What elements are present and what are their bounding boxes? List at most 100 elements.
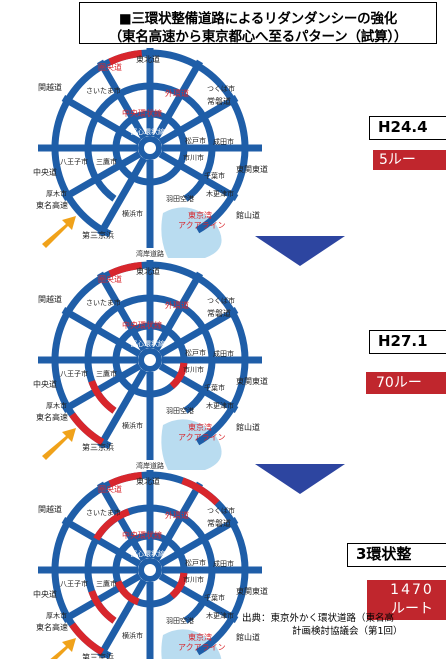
label-haneda: 羽田空港 (166, 194, 194, 203)
label-higashi-kanto: 東関東道 (236, 376, 268, 386)
label-kisarazu: 木更津市 (206, 611, 234, 620)
gaikan-highlight (88, 589, 117, 624)
radial-expressway (96, 271, 148, 352)
kenodo-south-highlight (69, 622, 105, 656)
tokyo-bay (161, 629, 222, 659)
radial-expressway (61, 362, 142, 414)
title-line-2: （東名高速から東京都心へ至るパターン（試算）） (108, 29, 408, 45)
ring-road-map: 東北道圏央道関越道さいたま市外環道つくば市常磐道中央環状線都心環状線松戸市成田市… (33, 260, 268, 470)
label-daisan-keihin: 第三京浜 (82, 442, 114, 452)
source-line-2: 計画検討協議会（第1回） (292, 626, 403, 637)
label-higashi-kanto: 東関東道 (236, 586, 268, 596)
label-tohoku: 東北道 (136, 54, 160, 64)
radial-expressway (152, 271, 204, 352)
kenodo-east-highlight (181, 477, 220, 506)
label-atsugi: 厚木市 (46, 189, 67, 198)
label-mitaka: 三鷹市 (96, 369, 117, 378)
label-chuo-kanjo: 中央環状線 (122, 530, 162, 540)
stage-2-route-count: 70ルー (366, 372, 446, 394)
label-higashi-kanto: 東関東道 (236, 164, 268, 174)
label-tomei: 東名高速 (36, 412, 68, 422)
central-ring-sw-highlight (114, 580, 140, 606)
down-arrow-icon (255, 464, 345, 494)
label-chiba: 千葉市 (204, 383, 225, 392)
central-ring-highlight (169, 572, 188, 599)
label-aqua-2: アクアライン (178, 221, 226, 230)
ring-road-map: 東北道圏央道関越道さいたま市外環道つくば市常磐道中央環状線都心環状線松戸市成田市… (33, 48, 268, 258)
label-joban: 常磐道 (207, 308, 231, 318)
start-arrow-icon (50, 638, 76, 659)
radial-expressway (61, 306, 142, 358)
inner-circular-ring (138, 348, 162, 372)
radial-expressway (96, 368, 148, 449)
label-kisarazu: 木更津市 (206, 401, 234, 410)
label-mitaka: 三鷹市 (96, 579, 117, 588)
label-daisan-keihin: 第三京浜 (82, 652, 114, 659)
label-tomei: 東名高速 (36, 622, 68, 632)
kenodo-south-highlight (69, 412, 105, 446)
label-tohoku: 東北道 (136, 476, 160, 486)
label-haneda: 羽田空港 (166, 616, 194, 625)
gaikan-highlight (88, 379, 117, 414)
label-kenodo: 圏央道 (98, 484, 122, 494)
label-wangan: 湾岸道路 (136, 461, 164, 470)
label-joban: 常磐道 (207, 96, 231, 106)
label-saitama: さいたま市 (86, 86, 121, 95)
stage-3-count-line-2: ルート (391, 601, 433, 617)
label-hachioji: 八王子市 (60, 579, 88, 588)
stage-1-title: H24.4 (369, 116, 446, 140)
label-yokohama: 横浜市 (122, 421, 143, 430)
label-daisan-keihin: 第三京浜 (82, 230, 114, 240)
label-chiba: 千葉市 (204, 171, 225, 180)
label-gaikan: 外環道 (165, 300, 189, 310)
source-line-1: 出典：東京外かく環状道路（東名高 (242, 613, 395, 624)
stage-3-route-count: 1470 ルート (367, 580, 446, 620)
radial-expressway (158, 572, 239, 624)
kenodo-highlight (108, 471, 143, 488)
label-matsudo: 松戸市 (185, 136, 206, 145)
label-tohoku: 東北道 (136, 266, 160, 276)
route-diagram-stage-1: 東北道圏央道関越道さいたま市外環道つくば市常磐道中央環状線都心環状線松戸市成田市… (0, 48, 290, 258)
inner-circular-ring (138, 558, 162, 582)
label-atsugi: 厚木市 (46, 611, 67, 620)
ring-road-map: 東北道圏央道関越道さいたま市外環道つくば市常磐道中央環状線都心環状線松戸市成田市… (33, 470, 268, 659)
title-line-1: ■三環状整備道路によるリダンダンシーの強化 (118, 11, 398, 27)
label-kanetsu: 関越道 (38, 294, 62, 304)
label-tsukuba: つくば市 (207, 506, 235, 515)
label-tsukuba: つくば市 (207, 84, 235, 93)
central-ring-highlight (169, 362, 188, 389)
radial-expressway (96, 578, 148, 659)
down-arrow-icon (255, 236, 345, 266)
label-saitama: さいたま市 (86, 508, 121, 517)
kenodo-ring (51, 49, 249, 238)
label-kanetsu: 関越道 (38, 504, 62, 514)
label-gaikan: 外環道 (165, 88, 189, 98)
label-chuo-do: 中央道 (33, 589, 57, 599)
stage-3-title: 3環状整 (347, 543, 446, 567)
label-tsukuba: つくば市 (207, 296, 235, 305)
stage-2-title: H27.1 (369, 330, 446, 354)
radial-expressway (61, 516, 142, 568)
source-note: 出典：東京外かく環状道路（東名高 計画検討協議会（第1回） (242, 612, 446, 638)
label-haneda: 羽田空港 (166, 406, 194, 415)
radial-expressway (158, 94, 239, 146)
gaikan-west-highlight (93, 508, 131, 541)
stage-1-route-count: 5ルー (373, 150, 446, 170)
label-chuo-do: 中央道 (33, 167, 57, 177)
label-matsudo: 松戸市 (185, 348, 206, 357)
radial-expressway (152, 59, 204, 140)
label-toshin-kanjo: 都心環状線 (130, 549, 165, 558)
radial-expressway (158, 516, 239, 568)
label-chuo-do: 中央道 (33, 379, 57, 389)
label-aqua-2: アクアライン (178, 643, 226, 652)
label-aqua-1: 東京湾 (188, 632, 212, 642)
label-ichikawa: 市川市 (183, 575, 204, 584)
radial-expressway (96, 59, 148, 140)
label-aqua-1: 東京湾 (188, 210, 212, 220)
label-mitaka: 三鷹市 (96, 157, 117, 166)
radial-expressway (152, 481, 204, 562)
start-arrow-icon (42, 428, 76, 460)
label-hachioji: 八王子市 (60, 157, 88, 166)
label-chiba: 千葉市 (204, 593, 225, 602)
kenodo-highlight (108, 261, 143, 278)
